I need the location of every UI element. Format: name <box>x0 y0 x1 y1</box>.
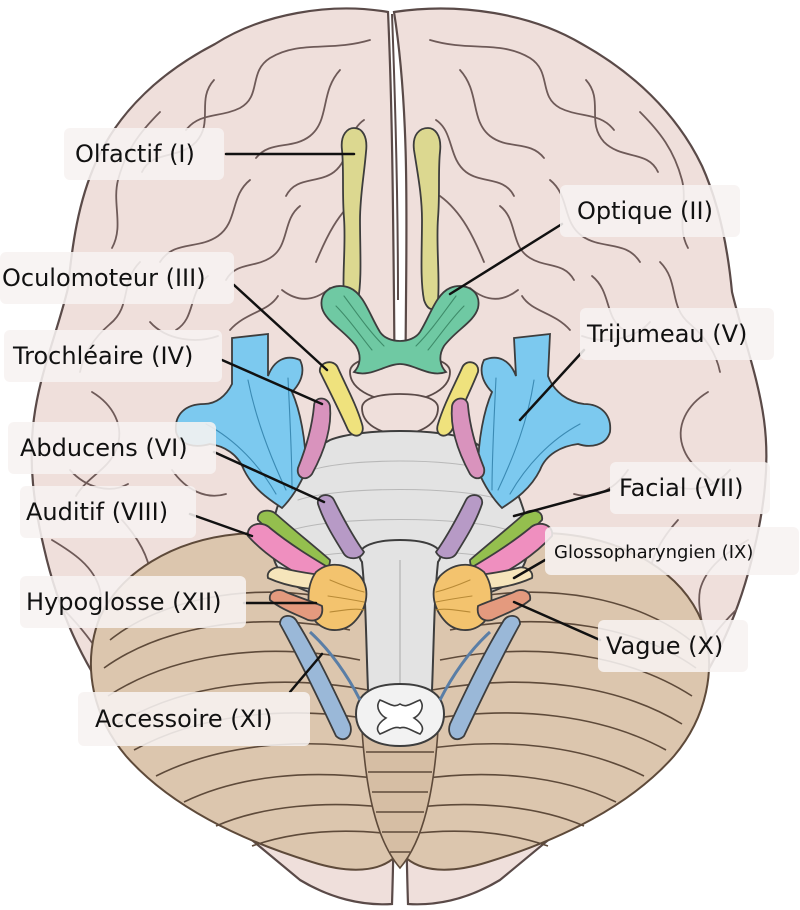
accessory-left-branch <box>308 630 362 701</box>
label-trijumeau-text: Trijumeau (V) <box>586 320 747 348</box>
label-vague: Vague (X) <box>598 620 748 672</box>
label-optique: Optique (II) <box>560 185 740 237</box>
label-accessoire: Accessoire (XI) <box>78 692 310 746</box>
tuber-area <box>361 393 439 435</box>
label-olfactif-text: Olfactif (I) <box>75 140 195 168</box>
trigeminal-left <box>174 332 307 510</box>
label-olfactif: Olfactif (I) <box>64 128 224 180</box>
optic-chiasm <box>320 285 480 375</box>
trochlear-left <box>296 397 332 480</box>
label-hypoglosse-text: Hypoglosse (XII) <box>26 588 221 616</box>
label-oculomoteur-text: Oculomoteur (III) <box>2 264 206 292</box>
leader-facial <box>512 488 612 518</box>
label-abducens: Abducens (VI) <box>8 422 216 474</box>
label-facial: Facial (VII) <box>610 462 770 514</box>
label-auditif: Auditif (VIII) <box>20 486 196 538</box>
hypoglossal-nerves <box>268 589 532 622</box>
label-oculomoteur: Oculomoteur (III) <box>0 252 234 304</box>
accessory-right <box>448 615 521 741</box>
leader-auditif <box>188 512 254 538</box>
label-trochleaire: Trochléaire (IV) <box>4 330 222 382</box>
label-hypoglosse: Hypoglosse (XII) <box>20 576 246 628</box>
olfactory-bulb-left <box>340 127 368 310</box>
trigeminal-right-fibers <box>491 377 581 495</box>
accessory-left <box>279 615 352 741</box>
hypoglossal-left <box>268 589 324 622</box>
optic-fibers <box>335 295 465 351</box>
olfactory-bulb-right <box>412 127 442 310</box>
longitudinal-fissure <box>391 13 399 301</box>
gray-matter-butterfly <box>376 699 424 735</box>
label-trochleaire-text: Trochléaire (IV) <box>12 342 193 370</box>
trochlear-nerves <box>296 397 486 480</box>
leader-trochleaire <box>220 358 324 406</box>
leader-glosso <box>512 558 547 580</box>
trochlear-right <box>450 397 486 480</box>
vermis <box>361 729 439 870</box>
leader-vague <box>512 600 602 642</box>
label-facial-text: Facial (VII) <box>619 474 743 502</box>
label-accessoire-text: Accessoire (XI) <box>95 705 273 733</box>
leader-abducens <box>212 450 326 504</box>
label-glosso: Glossopharyngien (IX) <box>545 527 799 575</box>
leader-trijumeau <box>518 348 586 422</box>
vagus-right-rootlets <box>435 579 473 613</box>
label-optique-text: Optique (II) <box>577 197 713 225</box>
accessory-nerves <box>279 615 521 741</box>
vermis-folia <box>366 751 434 853</box>
leader-lines <box>188 152 612 694</box>
label-vague-text: Vague (X) <box>606 632 723 660</box>
vagus-nerves <box>307 563 493 631</box>
optic-nerves <box>320 285 480 375</box>
trigeminal-right <box>477 332 612 510</box>
label-abducens-text: Abducens (VI) <box>20 434 188 462</box>
vagus-left-rootlets <box>327 579 365 613</box>
accessory-right-branch <box>438 630 492 701</box>
abducens-left <box>317 494 366 560</box>
labels: Olfactif (I) Optique (II) Oculomoteur (I… <box>0 128 799 746</box>
label-glosso-text: Glossopharyngien (IX) <box>554 542 753 563</box>
oculomotor-left <box>319 361 364 437</box>
olfactory-nerves <box>340 127 442 310</box>
hypoglossal-right <box>476 589 532 622</box>
leader-oculomoteur <box>232 283 329 372</box>
leader-accessoire <box>288 652 324 694</box>
abducens-nerves <box>317 494 483 560</box>
abducens-right <box>434 494 483 560</box>
leader-optique <box>448 222 564 296</box>
label-trijumeau: Trijumeau (V) <box>580 308 774 360</box>
label-auditif-text: Auditif (VIII) <box>26 498 168 526</box>
